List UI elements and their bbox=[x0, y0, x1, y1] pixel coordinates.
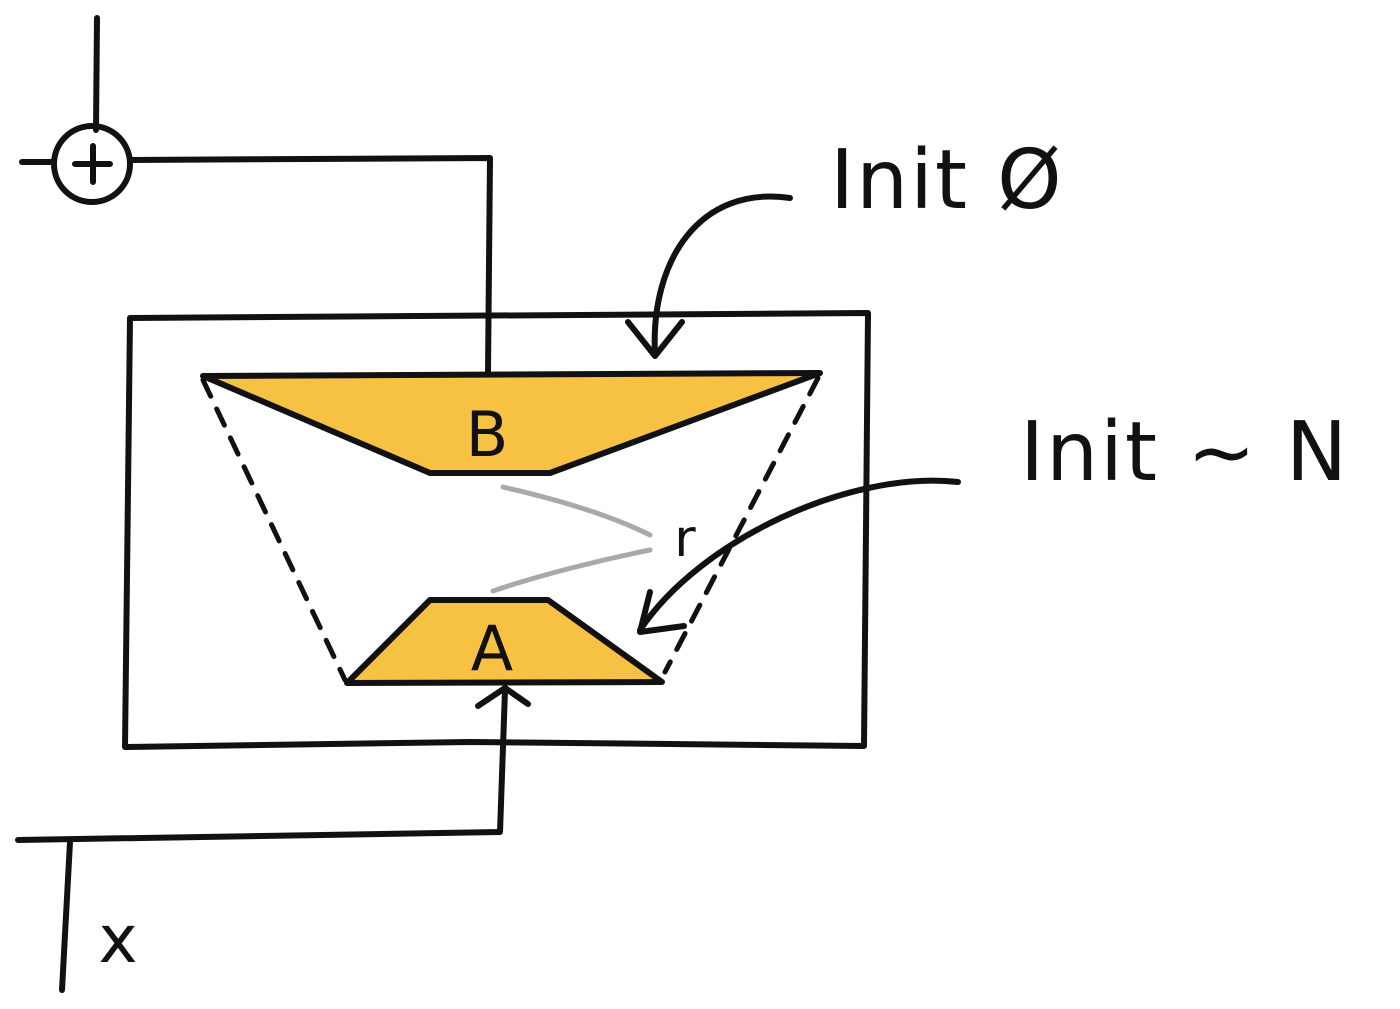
init-b-arrow bbox=[651, 193, 793, 358]
matrix-a-label: A bbox=[471, 612, 513, 685]
b-output-line bbox=[127, 155, 493, 375]
rank-line-upper bbox=[500, 484, 653, 538]
init-a-label: Init ~ N bbox=[1020, 405, 1349, 500]
rank-label: r bbox=[674, 509, 696, 569]
matrix-a bbox=[344, 597, 665, 686]
input-label: x bbox=[98, 901, 137, 978]
init-a-arrow bbox=[637, 477, 961, 633]
input-line bbox=[15, 687, 508, 843]
plus-icon bbox=[72, 143, 113, 185]
matrix-b bbox=[200, 370, 823, 476]
sum-node bbox=[51, 123, 133, 205]
init-b-arrowhead bbox=[625, 319, 685, 359]
init-b-label: Init Ø bbox=[830, 133, 1064, 228]
output-line bbox=[93, 15, 100, 133]
init-a-arrowhead bbox=[637, 589, 687, 635]
input-arrowhead bbox=[475, 685, 531, 709]
input-tick bbox=[59, 839, 73, 993]
dashed-left-edge bbox=[200, 377, 348, 683]
adapter-box bbox=[122, 310, 871, 750]
matrix-b-label: B bbox=[466, 398, 509, 471]
dashed-right-edge bbox=[662, 375, 821, 675]
rank-line-lower bbox=[490, 547, 653, 594]
